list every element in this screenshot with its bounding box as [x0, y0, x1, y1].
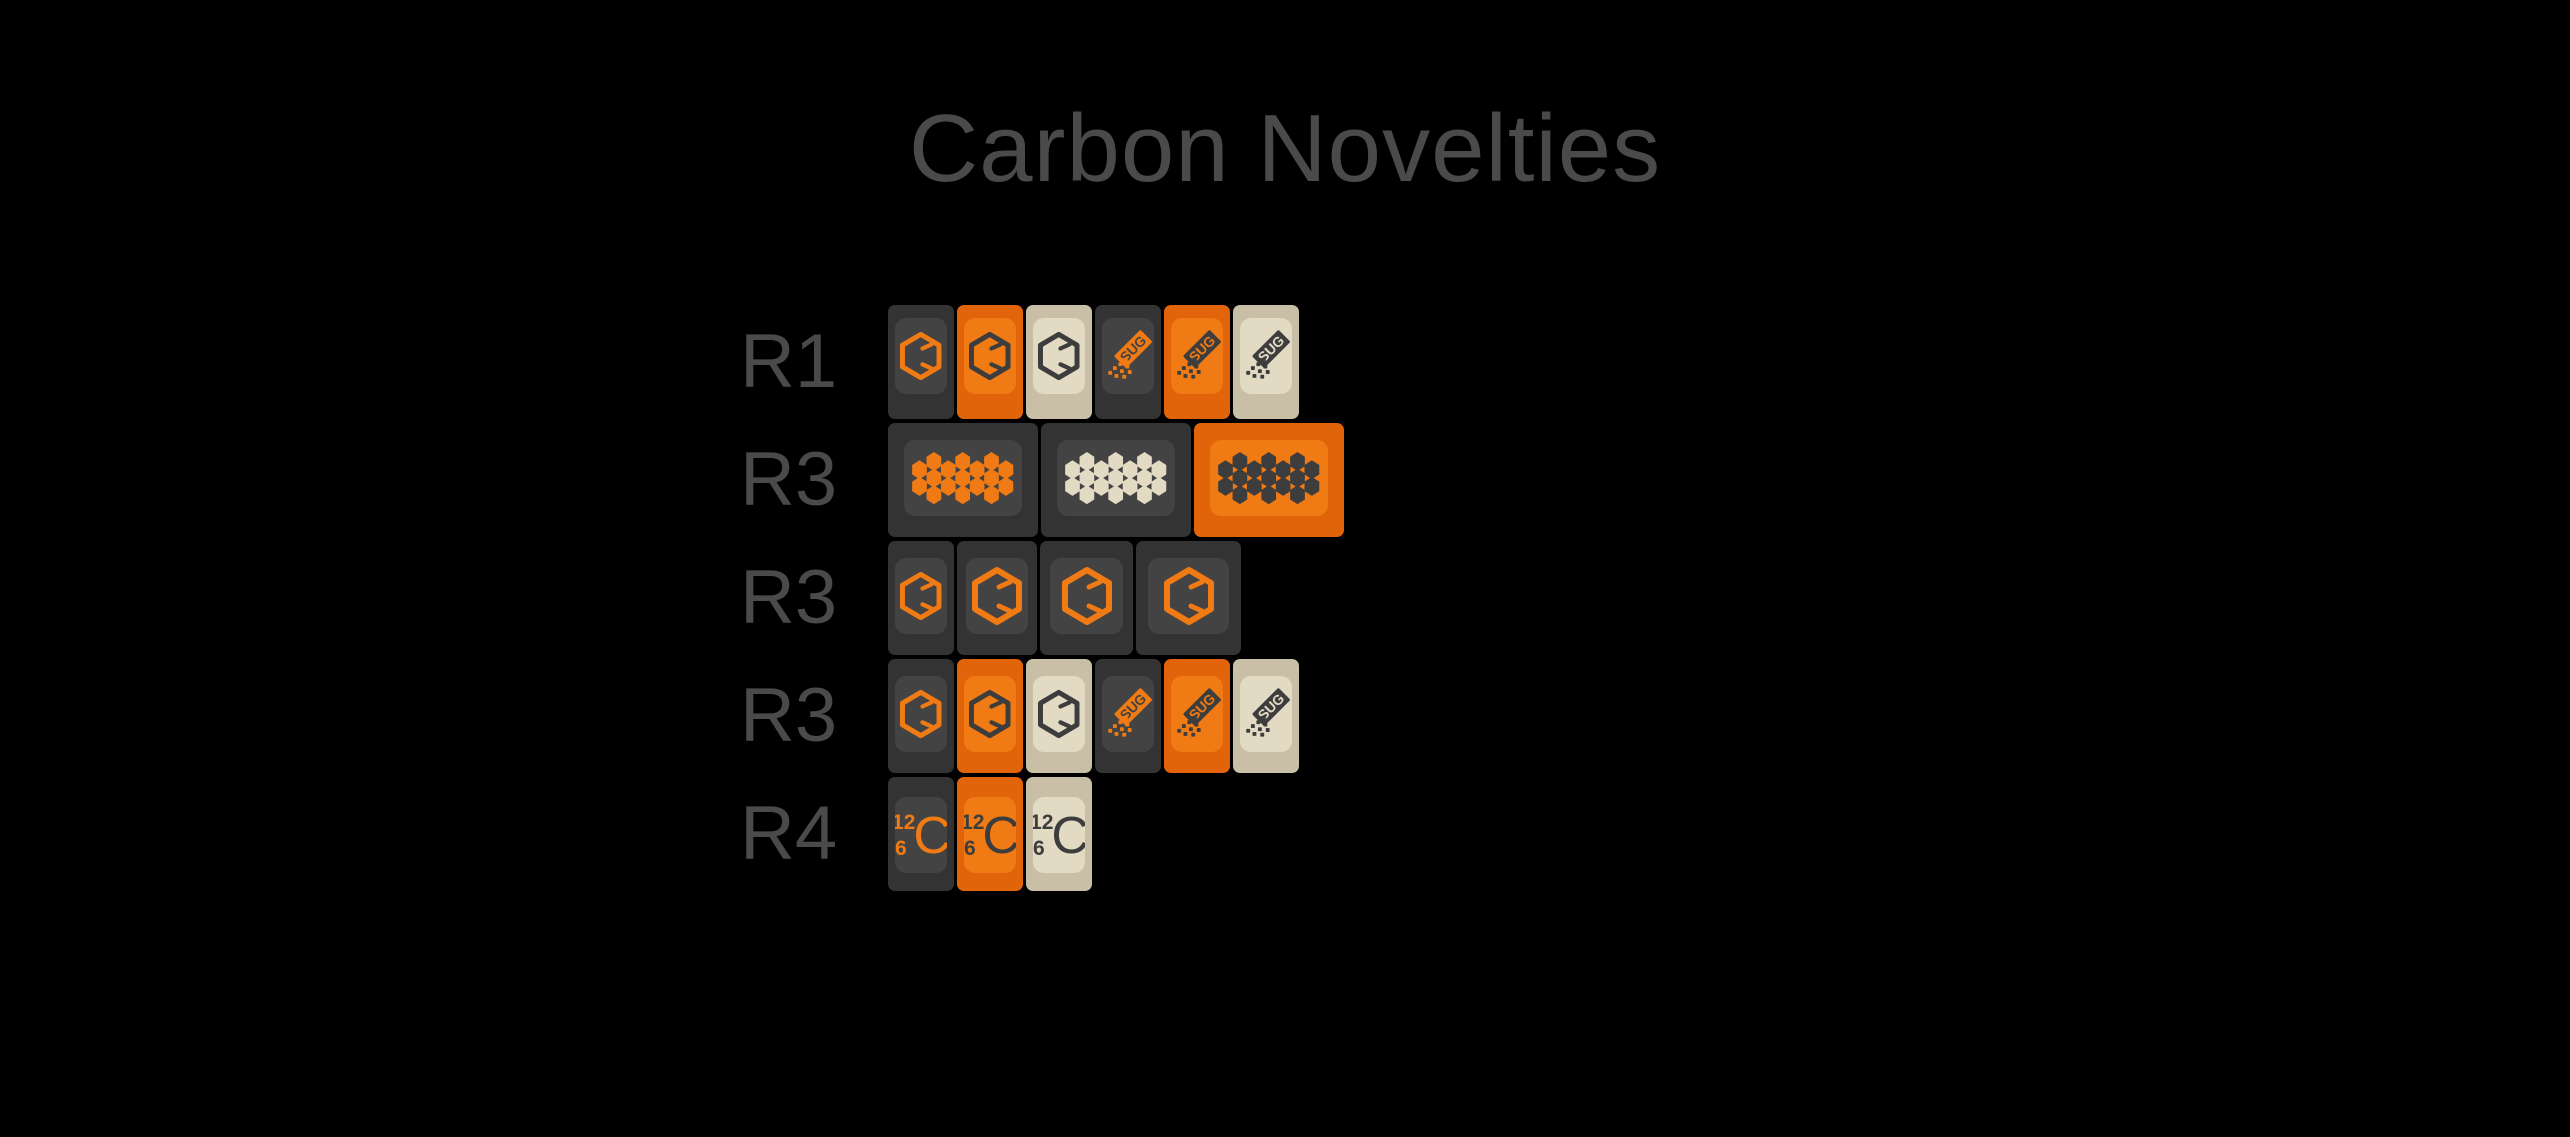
keycap-benzene-ring-orange[interactable] [957, 305, 1023, 419]
benzene-ring-icon [895, 558, 947, 634]
keycap-top-surface [895, 558, 947, 634]
benzene-ring-icon [1148, 558, 1230, 634]
keycap-carbon-isotope-orange[interactable]: 12 6 C [957, 777, 1023, 891]
keycap-benzene-ring-dark[interactable] [957, 541, 1037, 655]
sugar-packet-icon: SUG SUG SUG [1102, 676, 1154, 752]
row-keycaps: SUG SUG SUG [888, 305, 1299, 419]
row-keycaps: 12 6 C 12 6 C 12 6 C [888, 777, 1092, 891]
carbon-isotope-icon: 12 6 C [895, 807, 947, 865]
keycap-row: R3 SUG SUG [738, 659, 1344, 773]
benzene-ring-icon [895, 676, 947, 752]
benzene-ring-icon [895, 318, 947, 394]
isotope-symbol: C [913, 807, 947, 865]
keycap-benzene-ring-dark[interactable] [888, 305, 954, 419]
keycap-sugar-packet-cream[interactable]: SUG SUG SUG [1233, 305, 1299, 419]
graphene-lattice-icon [1057, 440, 1175, 516]
isotope-atomic-number: 6 [1033, 836, 1045, 860]
sugar-packet-icon: SUG SUG SUG [1240, 676, 1292, 752]
benzene-ring-icon [964, 676, 1016, 752]
keycap-top-surface: SUG SUG SUG [1102, 676, 1154, 752]
sugar-packet-icon: SUG SUG SUG [1240, 318, 1292, 394]
keycap-top-surface: SUG SUG SUG [1171, 318, 1223, 394]
keycap-top-surface: SUG SUG SUG [1171, 676, 1223, 752]
keycap-top-surface: SUG SUG SUG [1240, 676, 1292, 752]
row-profile-label: R3 [740, 555, 838, 640]
keycap-benzene-ring-dark[interactable] [888, 541, 954, 655]
keycap-sugar-packet-orange[interactable]: SUG SUG SUG [1164, 659, 1230, 773]
row-keycaps: SUG SUG SUG [888, 659, 1299, 773]
keycap-top-surface [964, 676, 1016, 752]
keycap-top-surface [895, 676, 947, 752]
keycap-top-surface [904, 440, 1022, 516]
keycap-benzene-ring-cream[interactable] [1026, 305, 1092, 419]
keycap-benzene-ring-dark[interactable] [888, 659, 954, 773]
keycap-carbon-isotope-cream[interactable]: 12 6 C [1026, 777, 1092, 891]
keycap-benzene-ring-orange[interactable] [957, 659, 1023, 773]
isotope-atomic-number: 6 [964, 836, 976, 860]
keycap-top-surface: SUG SUG SUG [1240, 318, 1292, 394]
row-profile-label: R3 [740, 437, 838, 522]
keycap-sugar-packet-dark[interactable]: SUG SUG SUG [1095, 305, 1161, 419]
keycap-row: R1 SUG SUG [738, 305, 1344, 419]
keycap-top-surface [1057, 440, 1175, 516]
keycap-top-surface [1033, 676, 1085, 752]
keycap-top-surface [1210, 440, 1328, 516]
benzene-ring-icon [1033, 676, 1085, 752]
graphene-lattice-icon [1210, 440, 1328, 516]
isotope-numbers: 12 6 [1033, 810, 1054, 860]
isotope-numbers: 12 6 [964, 810, 985, 860]
keycap-top-surface [965, 558, 1029, 634]
keycap-top-surface: 12 6 C [1033, 797, 1085, 873]
graphene-lattice-icon [904, 440, 1022, 516]
keycap-graphene-lattice-dark[interactable] [888, 423, 1038, 537]
keycap-carbon-isotope-dark[interactable]: 12 6 C [888, 777, 954, 891]
keycap-benzene-ring-cream[interactable] [1026, 659, 1092, 773]
keycap-row: R4 12 6 C 12 6 C 12 6 C [738, 777, 1344, 891]
keycap-kit: R1 SUG SUG [738, 305, 1344, 895]
isotope-mass-number: 12 [1033, 810, 1054, 834]
isotope-atomic-number: 6 [895, 836, 907, 860]
benzene-ring-icon [964, 318, 1016, 394]
row-keycaps [888, 541, 1241, 655]
isotope-symbol: C [982, 807, 1016, 865]
keycap-top-surface [1050, 558, 1123, 634]
page-title: Carbon Novelties [908, 95, 1662, 202]
keycap-sugar-packet-dark[interactable]: SUG SUG SUG [1095, 659, 1161, 773]
benzene-ring-icon [1033, 318, 1085, 394]
keycap-row: R3 [738, 541, 1344, 655]
isotope-symbol: C [1051, 807, 1085, 865]
keycap-graphene-lattice-dark[interactable] [1041, 423, 1191, 537]
carbon-isotope-icon: 12 6 C [964, 807, 1016, 865]
benzene-ring-icon [1050, 558, 1123, 634]
keycap-top-surface [1033, 318, 1085, 394]
sugar-packet-icon: SUG SUG SUG [1102, 318, 1154, 394]
keycap-top-surface: 12 6 C [895, 797, 947, 873]
sugar-packet-icon: SUG SUG SUG [1171, 676, 1223, 752]
carbon-isotope-icon: 12 6 C [1033, 807, 1085, 865]
keycap-top-surface [895, 318, 947, 394]
keycap-top-surface: SUG SUG SUG [1102, 318, 1154, 394]
row-profile-label: R4 [740, 791, 838, 876]
row-profile-label: R1 [740, 319, 838, 404]
isotope-mass-number: 12 [895, 810, 916, 834]
sugar-packet-icon: SUG SUG SUG [1171, 318, 1223, 394]
keycap-top-surface [1147, 558, 1230, 634]
keycap-top-surface [964, 318, 1016, 394]
keycap-benzene-ring-dark[interactable] [1136, 541, 1241, 655]
row-keycaps [888, 423, 1344, 537]
keycap-sugar-packet-orange[interactable]: SUG SUG SUG [1164, 305, 1230, 419]
isotope-mass-number: 12 [964, 810, 985, 834]
row-profile-label: R3 [740, 673, 838, 758]
benzene-ring-icon [966, 558, 1028, 634]
keycap-row: R3 [738, 423, 1344, 537]
keycap-sugar-packet-cream[interactable]: SUG SUG SUG [1233, 659, 1299, 773]
keycap-top-surface: 12 6 C [964, 797, 1016, 873]
keycap-graphene-lattice-orange[interactable] [1194, 423, 1344, 537]
isotope-numbers: 12 6 [895, 810, 916, 860]
keycap-benzene-ring-dark[interactable] [1040, 541, 1133, 655]
